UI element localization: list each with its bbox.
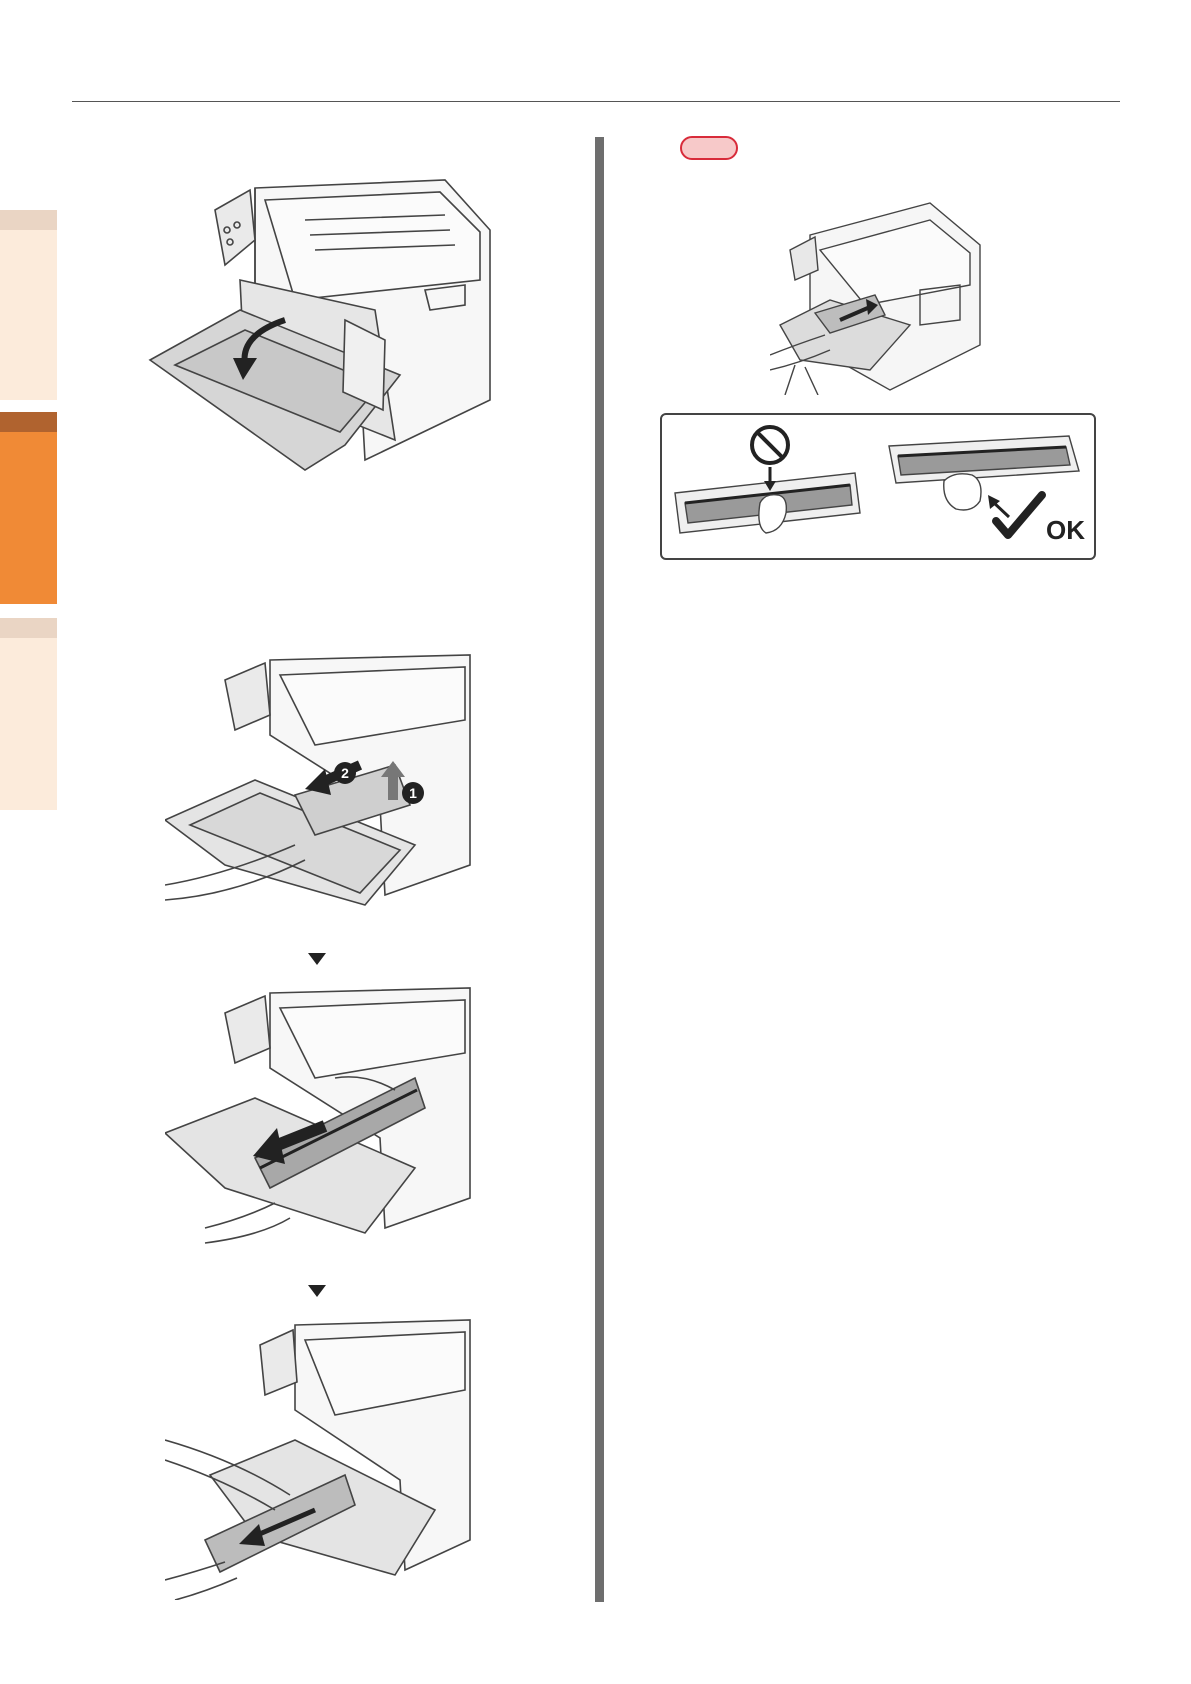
printer-open-cover-illustration <box>145 170 505 490</box>
svg-text:2: 2 <box>341 765 349 781</box>
step-2-callout: 2 <box>334 762 356 784</box>
svg-text:1: 1 <box>409 785 417 801</box>
down-arrow-icon <box>308 953 326 965</box>
step-1-callout: 1 <box>402 782 424 804</box>
printer-slide-drum-illustration <box>165 978 475 1248</box>
side-tab-1-header[interactable] <box>0 210 57 230</box>
down-arrow-icon <box>308 1285 326 1297</box>
checkmark-icon <box>996 495 1042 535</box>
ok-label: OK <box>1046 515 1085 545</box>
note-column-bar <box>595 137 604 1602</box>
prohibited-icon <box>752 427 788 463</box>
caution-panel: OK <box>660 413 1096 560</box>
header-rule <box>72 101 1120 102</box>
printer-lift-drum-illustration: 2 1 <box>165 645 475 915</box>
side-tab-1[interactable] <box>0 230 57 400</box>
note-badge <box>680 136 738 160</box>
side-tab-2-header-active[interactable] <box>0 412 57 432</box>
side-tab-3-header[interactable] <box>0 618 57 638</box>
note-mark <box>692 140 708 156</box>
side-tab-3[interactable] <box>0 638 57 810</box>
printer-drum-handling-overview <box>770 195 990 395</box>
incorrect-grip-illustration <box>670 423 870 551</box>
correct-grip-illustration: OK <box>884 421 1090 553</box>
printer-remove-drum-illustration <box>165 1310 475 1600</box>
side-tab-2-active[interactable] <box>0 432 57 604</box>
